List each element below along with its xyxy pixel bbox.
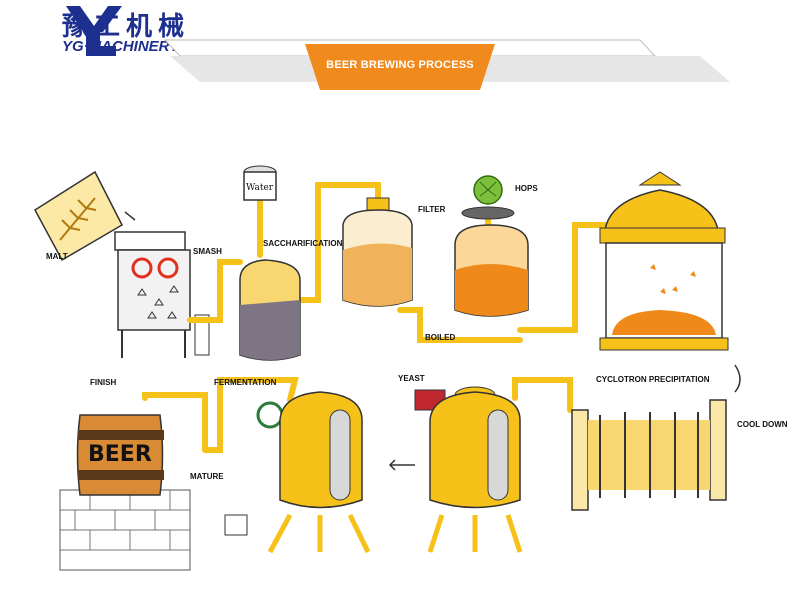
- label-cool-down: COOL DOWN: [737, 420, 788, 429]
- beer-barrel-icon: [59, 414, 191, 571]
- flow-arrows: [124, 211, 741, 471]
- barrel-label: BEER: [88, 442, 152, 467]
- saccharification-tank-icon: [239, 259, 301, 361]
- label-boiled: BOILED: [425, 333, 456, 342]
- label-finish: FINISH: [90, 378, 117, 387]
- banner-shape: [305, 44, 495, 90]
- label-yeast: YEAST: [398, 374, 425, 383]
- label-malt: MALT: [46, 252, 68, 261]
- label-hops: HOPS: [515, 184, 538, 193]
- cooler-icon: [571, 399, 727, 511]
- label-filter: FILTER: [418, 205, 446, 214]
- cyclotron-tank-icon: [599, 171, 729, 351]
- label-mature: MATURE: [190, 472, 224, 481]
- malt-bag-icon: [34, 170, 123, 262]
- yg-logo-icon: [66, 6, 122, 56]
- yeast-fermenter-icon: [414, 386, 523, 553]
- label-cyclotron: CYCLOTRON PRECIPITATION: [596, 375, 710, 384]
- fermentation-tank-icon: [224, 391, 371, 554]
- brand-english-name: YG·MACHINERY: [62, 38, 180, 55]
- label-smash: SMASH: [193, 247, 222, 256]
- water-tank-label: Water: [246, 183, 274, 193]
- filter-tank-icon: [342, 197, 413, 307]
- label-fermentation: FERMENTATION: [214, 378, 277, 387]
- water-tank-icon: [243, 165, 277, 201]
- boil-tank-icon: [454, 175, 529, 317]
- banner-title: BEER BREWING PROCESS: [326, 59, 474, 71]
- label-saccharification: SACCHARIFICATION: [263, 239, 343, 248]
- brand-chinese-name: 豫工机械: [62, 12, 191, 42]
- smash-machine-icon: [114, 231, 210, 358]
